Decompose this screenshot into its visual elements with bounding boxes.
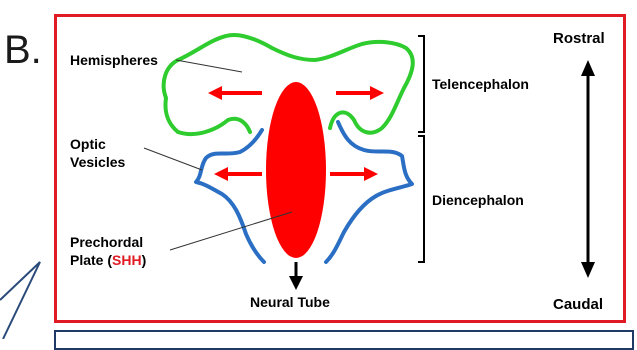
arrow-lower-right [330,167,378,181]
diencephalon-right-outline [326,122,412,262]
optic-label: Optic [70,136,106,153]
optic-vesicles-leader [144,148,202,170]
partial-shape-decor [0,262,40,339]
arrow-upper-left [208,86,262,100]
shh-label: SHH [112,252,142,268]
diencephalon-bracket [418,136,424,262]
rostral-label: Rostral [553,30,605,47]
hemispheres-label: Hemispheres [70,52,158,69]
plate-suffix: ) [142,252,147,268]
prechordal-leader [170,212,292,250]
plate-prefix: Plate ( [70,252,112,268]
rostral-caudal-arrow [581,60,595,278]
plate-shh-label: Plate (SHH) [70,252,146,269]
arrow-upper-right [336,86,384,100]
prechordal-plate [266,82,326,258]
vesicles-label: Vesicles [70,154,125,171]
arrow-lower-left [214,167,262,181]
caudal-label: Caudal [553,296,603,313]
neural-tube-label: Neural Tube [250,294,330,311]
telencephalon-label: Telencephalon [432,76,529,93]
prechordal-label: Prechordal [70,234,143,251]
hemispheres-leader [176,60,242,72]
diencephalon-left-outline [196,130,264,262]
telencephalon-bracket [418,36,424,132]
diencephalon-label: Diencephalon [432,192,524,209]
neural-tube-arrow [289,262,303,290]
